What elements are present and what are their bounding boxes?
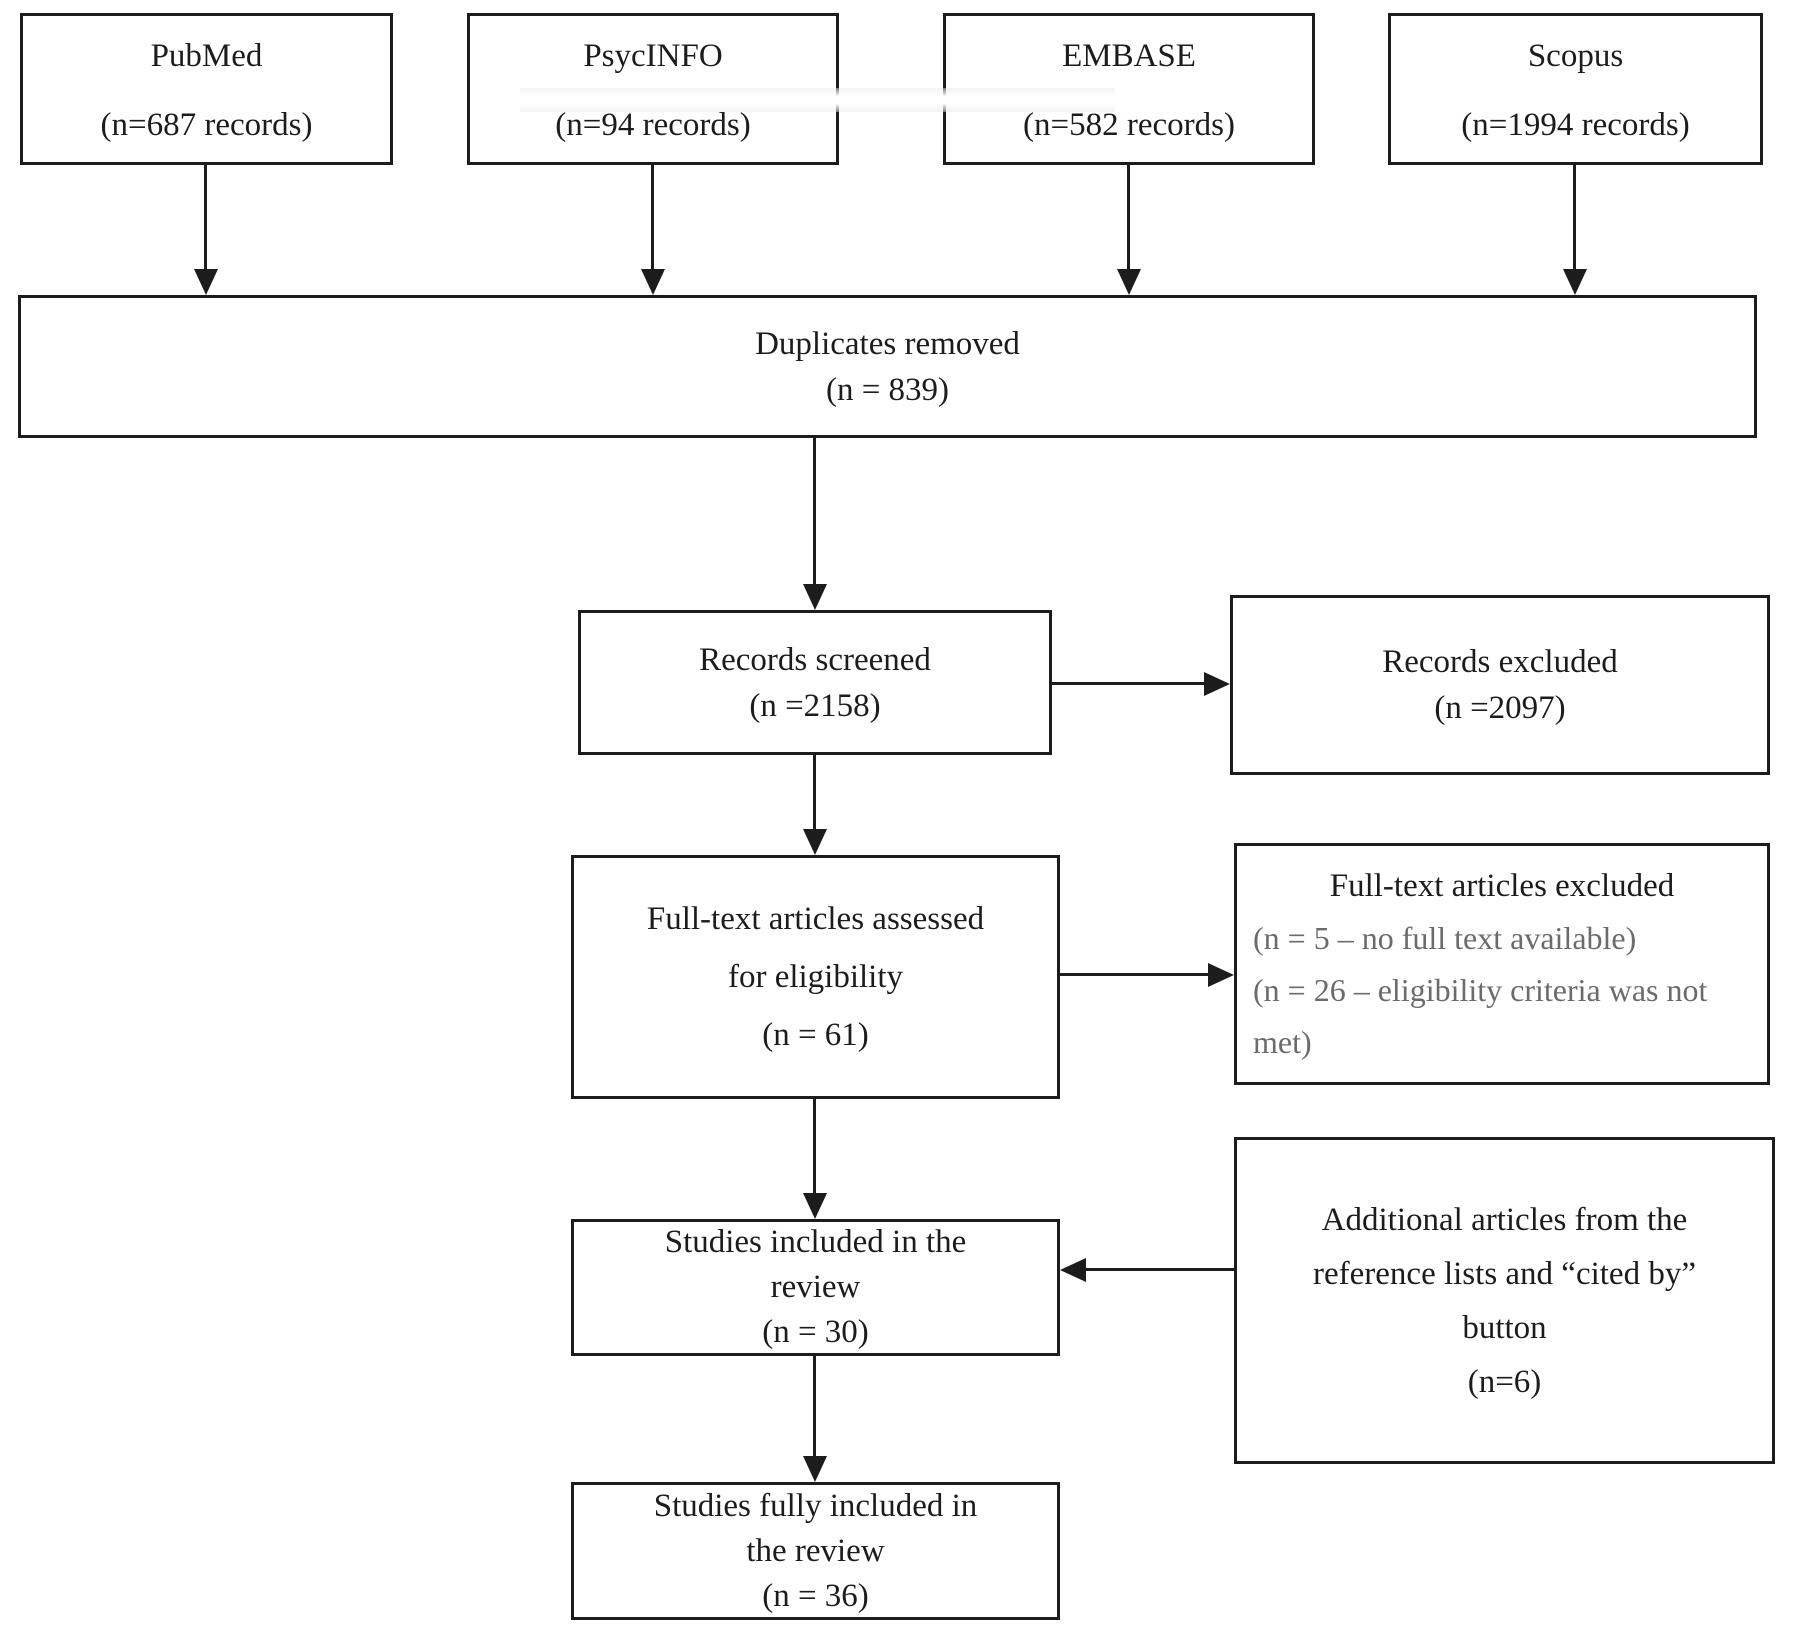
duplicates-removed-label: Duplicates removed [755,325,1020,362]
arrow-line-embase-to-duplicates [1127,165,1130,271]
records-excluded-label: Records excluded [1382,644,1618,680]
fulltext-assessed-count: (n = 61) [762,1017,869,1053]
studies-fully-included-line1: Studies fully included in [653,1487,978,1524]
arrowhead-left-icon [1060,1258,1086,1282]
source-name-scopus: Scopus [1527,38,1624,74]
fulltext-excluded-reason1: (n = 5 – no full text available) [1253,920,1637,956]
source-box-embase: EMBASE (n=582 records) [943,13,1315,165]
arrow-line-duplicates-to-screened [813,438,816,586]
arrowhead-down-icon [803,829,827,855]
arrow-line-screened-to-fulltext [813,755,816,831]
arrow-line-fulltext-to-included [813,1099,816,1195]
arrow-line-screened-to-excluded [1052,682,1206,685]
records-screened-label: Records screened [699,641,931,678]
records-excluded-count: (n =2097) [1434,690,1566,726]
arrowhead-down-icon [641,269,665,295]
source-name-pubmed: PubMed [150,38,263,74]
source-count-pubmed: (n=687 records) [100,107,313,143]
studies-included-box: Studies included in the review (n = 30) [571,1219,1060,1356]
arrow-line-included-to-final [813,1356,816,1458]
fulltext-assessed-line2: for eligibility [727,959,904,995]
duplicates-removed-count: (n = 839) [825,371,950,408]
arrowhead-right-icon [1208,963,1234,987]
source-name-embase: EMBASE [1062,38,1196,74]
additional-articles-box: Additional articles from the reference l… [1234,1137,1775,1464]
source-count-psycinfo: (n=94 records) [555,107,751,143]
arrowhead-down-icon [803,584,827,610]
fulltext-excluded-box: Full-text articles excluded (n = 5 – no … [1234,843,1770,1085]
studies-included-count: (n = 30) [762,1314,869,1350]
arrow-line-pubmed-to-duplicates [204,165,207,271]
fulltext-excluded-title: Full-text articles excluded [1329,868,1675,904]
arrow-line-psycinfo-to-duplicates [651,165,654,271]
fulltext-assessed-box: Full-text articles assessed for eligibil… [571,855,1060,1099]
source-count-embase: (n=582 records) [1023,107,1235,143]
arrowhead-down-icon [194,269,218,295]
studies-fully-included-line2: the review [746,1532,885,1569]
arrowhead-down-icon [803,1193,827,1219]
records-screened-box: Records screened (n =2158) [578,610,1052,755]
scan-artifact-streak [520,88,1115,112]
source-box-scopus: Scopus (n=1994 records) [1388,13,1763,165]
arrow-line-scopus-to-duplicates [1573,165,1576,271]
source-count-scopus: (n=1994 records) [1461,107,1690,143]
arrowhead-down-icon [1117,269,1141,295]
additional-articles-count: (n=6) [1467,1363,1542,1400]
studies-included-line1: Studies included in the [664,1224,967,1260]
source-box-pubmed: PubMed (n=687 records) [20,13,393,165]
arrowhead-right-icon [1204,672,1230,696]
arrow-line-fulltext-to-excluded [1060,973,1210,976]
studies-included-line2: review [770,1269,861,1305]
additional-articles-line2: reference lists and “cited by” [1313,1255,1696,1292]
studies-fully-included-count: (n = 36) [762,1577,869,1614]
records-excluded-box: Records excluded (n =2097) [1230,595,1770,775]
arrow-line-additional-to-included [1084,1268,1234,1271]
duplicates-removed-box: Duplicates removed (n = 839) [18,295,1757,438]
additional-articles-line3: button [1462,1309,1547,1346]
fulltext-excluded-reason2: (n = 26 – eligibility criteria was not m… [1253,972,1708,1060]
source-name-psycinfo: PsycINFO [583,38,723,74]
arrowhead-down-icon [1563,269,1587,295]
studies-fully-included-box: Studies fully included in the review (n … [571,1482,1060,1620]
additional-articles-line1: Additional articles from the [1321,1201,1688,1238]
records-screened-count: (n =2158) [749,687,881,724]
fulltext-assessed-line1: Full-text articles assessed [646,901,985,937]
arrowhead-down-icon [803,1456,827,1482]
